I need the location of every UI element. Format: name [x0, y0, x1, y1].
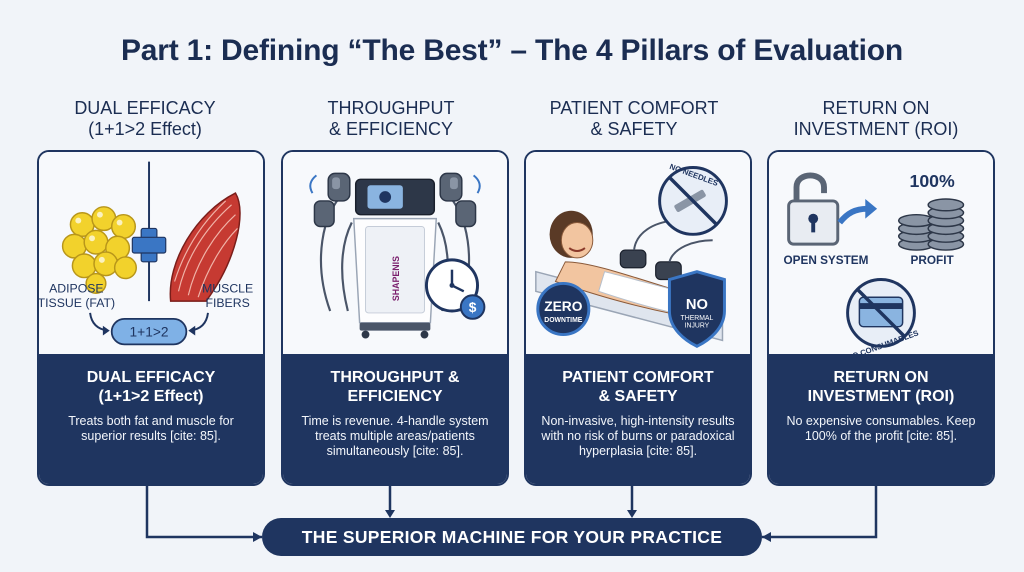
panel-title-line2: EFFICIENCY: [347, 388, 443, 405]
card-dual-efficacy: ADIPOSE TISSUE (FAT) MUSCLE FIBERS 1+1>2…: [37, 150, 265, 486]
badge-thermal-line2: INJURY: [685, 323, 710, 330]
dollar-coin-icon: $: [459, 294, 486, 320]
plus-icon: [131, 227, 167, 263]
badge-no-text: NO: [686, 297, 708, 313]
panel-description: Time is revenue. 4-handle system treats …: [301, 414, 489, 458]
panel-title: RETURN ON INVESTMENT (ROI): [769, 368, 993, 406]
device-illustration: SHAPENIS $: [283, 152, 507, 354]
pillar-heading-line1: PATIENT COMFORT: [549, 98, 719, 118]
panel-roi: RETURN ON INVESTMENT (ROI) No expensive …: [769, 354, 993, 484]
panel-description: No expensive consumables. Keep 100% of t…: [786, 414, 976, 443]
fat-cells-icon: [61, 206, 137, 295]
shield-icon: [667, 270, 726, 348]
arrowhead-left: [253, 532, 262, 542]
connector-line-right: [762, 486, 878, 539]
no-consumables-icon: [846, 278, 916, 348]
pillar-heading-line1: THROUGHPUT: [327, 98, 455, 118]
panel-title-line1: DUAL EFFICACY: [86, 369, 216, 386]
svg-text:$: $: [469, 300, 477, 315]
panel-dual-efficacy: DUAL EFFICACY (1+1>2 Effect) Treats both…: [39, 354, 263, 484]
pillar-heading-roi: RETURN ON INVESTMENT (ROI): [761, 98, 991, 140]
panel-description: Non-invasive, high-intensity results wit…: [541, 414, 735, 458]
pillar-heading-line1: DUAL EFFICACY: [74, 98, 216, 118]
pillar-heading-comfort: PATIENT COMFORT & SAFETY: [519, 98, 749, 140]
badge-zero-line2: DOWNTIME: [544, 317, 583, 324]
patient-illustration: NO NEEDLES ZERO DOWNTIME NO THERMAL INJU…: [526, 152, 750, 354]
page-title: Part 1: Defining “The Best” – The 4 Pill…: [120, 34, 904, 67]
pillar-heading-line2: & SAFETY: [590, 119, 678, 139]
coin-stack-icon: [897, 198, 965, 251]
no-needles-icon: [658, 166, 728, 236]
panel-throughput: THROUGHPUT & EFFICIENCY Time is revenue.…: [283, 354, 507, 484]
label-100-percent: 100%: [909, 171, 954, 191]
bottom-banner: THE SUPERIOR MACHINE FOR YOUR PRACTICE: [262, 518, 762, 556]
badge-thermal-line1: THERMAL: [681, 315, 714, 322]
card-roi: 100% OPEN SYSTEM PROFIT NO CONSUMABLES R…: [767, 150, 995, 486]
panel-title: PATIENT COMFORT & SAFETY: [526, 368, 750, 406]
panel-comfort-safety: PATIENT COMFORT & SAFETY Non-invasive, h…: [526, 354, 750, 484]
card-comfort-safety: NO NEEDLES ZERO DOWNTIME NO THERMAL INJU…: [524, 150, 752, 486]
arrowhead-center-left: [385, 510, 395, 518]
open-padlock-icon: [787, 172, 840, 246]
pillar-heading-dual-efficacy: DUAL EFFICACY (1+1>2 Effect): [30, 98, 260, 140]
label-adipose-1: ADIPOSE: [49, 281, 104, 295]
badge-zero-line1: ZERO: [544, 299, 583, 314]
arrowhead-right: [762, 532, 771, 542]
zero-downtime-badge: [536, 281, 591, 337]
panel-title-line2: & SAFETY: [598, 388, 678, 405]
machine-body-icon: [352, 178, 438, 339]
panel-description: Treats both fat and muscle for superior …: [68, 414, 234, 443]
applicator-pads-icon: [619, 249, 682, 281]
card-throughput: SHAPENIS $ THROUGHPUT & EFFICIENCY Time …: [281, 150, 509, 486]
label-open-system: OPEN SYSTEM: [783, 254, 868, 267]
roi-illustration: 100% OPEN SYSTEM PROFIT NO CONSUMABLES: [769, 152, 993, 354]
panel-title: THROUGHPUT & EFFICIENCY: [283, 368, 507, 406]
pillar-heading-throughput: THROUGHPUT & EFFICIENCY: [276, 98, 506, 140]
label-muscle-2: FIBERS: [205, 296, 249, 310]
panel-title-line1: RETURN ON: [833, 369, 929, 386]
muscle-fibers-icon: [169, 192, 241, 302]
fat-muscle-illustration: ADIPOSE TISSUE (FAT) MUSCLE FIBERS 1+1>2: [39, 152, 263, 354]
formula-text: 1+1>2: [130, 325, 169, 340]
panel-title-line1: PATIENT COMFORT: [562, 369, 714, 386]
panel-title: DUAL EFFICACY (1+1>2 Effect): [39, 368, 263, 406]
pillar-heading-line1: RETURN ON: [822, 98, 930, 118]
label-muscle-1: MUSCLE: [202, 281, 253, 295]
label-profit: PROFIT: [911, 254, 955, 267]
pillar-heading-line2: INVESTMENT (ROI): [793, 119, 959, 139]
panel-title-line2: (1+1>2 Effect): [98, 388, 204, 405]
pillar-heading-line2: & EFFICIENCY: [328, 119, 453, 139]
brand-label: SHAPENIS: [391, 256, 401, 301]
panel-title-line1: THROUGHPUT &: [330, 369, 460, 386]
pillar-heading-line2: (1+1>2 Effect): [88, 119, 202, 139]
label-adipose-2: TISSUE (FAT): [39, 296, 115, 310]
formula-pill: [110, 317, 188, 346]
connector-line-left: [145, 486, 262, 539]
arrowhead-center-right: [627, 510, 637, 518]
arrow-right-icon: [837, 198, 878, 225]
panel-title-line2: INVESTMENT (ROI): [807, 388, 955, 405]
